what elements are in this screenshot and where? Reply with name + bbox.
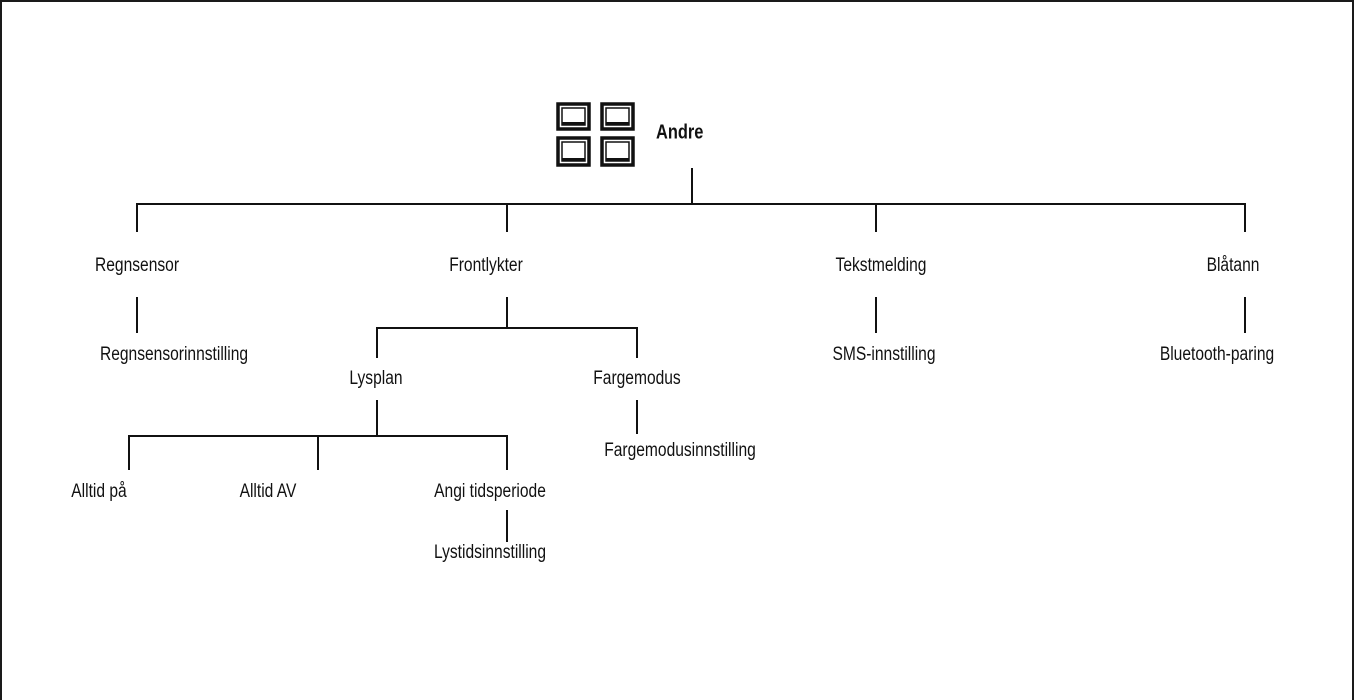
grid-menu-icon: [556, 102, 635, 167]
node-blatann: Blåtann: [1206, 255, 1260, 276]
node-fargemodusinnstilling: Fargemodusinnstilling: [604, 440, 756, 461]
node-regnsensor: Regnsensor: [94, 255, 180, 276]
node-sms-innstilling: SMS-innstilling: [832, 344, 936, 365]
node-bluetooth-paring: Bluetooth-paring: [1159, 344, 1275, 365]
node-tekstmelding: Tekstmelding: [835, 255, 927, 276]
node-angi-tidsperiode: Angi tidsperiode: [434, 481, 546, 502]
node-alltid-av: Alltid AV: [239, 481, 297, 502]
node-lystidsinnstilling: Lystidsinnstilling: [433, 542, 547, 563]
root-node-label: Andre: [656, 121, 704, 144]
node-fargemodus: Fargemodus: [593, 368, 681, 389]
node-frontlykter: Frontlykter: [449, 255, 523, 276]
node-regnsensorinnstilling: Regnsensorinnstilling: [99, 344, 249, 365]
node-alltid-pa: Alltid på: [71, 481, 127, 502]
node-lysplan: Lysplan: [349, 368, 403, 389]
connector-lines: [128, 168, 1246, 542]
